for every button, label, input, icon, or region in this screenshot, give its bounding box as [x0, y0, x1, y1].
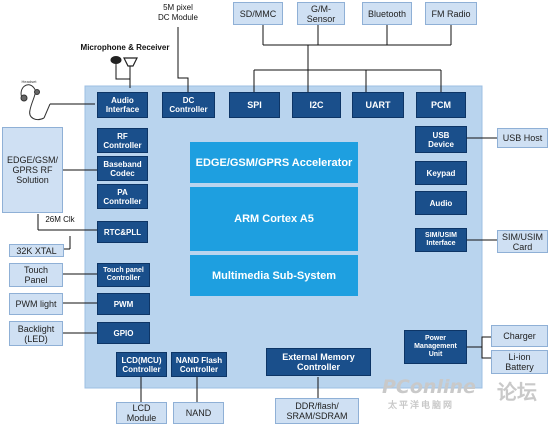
- spi-block: SPI: [229, 92, 280, 118]
- memory-block: DDR/flash/ SRAM/SDRAM: [275, 398, 359, 424]
- audio-interface-block: Audio Interface: [97, 92, 148, 118]
- uart-block: UART: [352, 92, 404, 118]
- mic-receiver-label: Microphone & Receiver: [80, 43, 170, 52]
- watermark-forum: 论坛: [497, 380, 537, 404]
- camera-module-label: 5M pixel DC Module: [157, 3, 198, 22]
- lcd-module-block: LCD Module: [116, 402, 167, 424]
- lcd-controller-block: LCD(MCU) Controller: [116, 352, 167, 377]
- connector-lines: [37, 25, 497, 402]
- external-memory-controller-block: External Memory Controller: [266, 348, 371, 376]
- fm-radio-block: FM Radio: [425, 2, 477, 25]
- pwm-light-block: PWM light: [9, 293, 63, 315]
- charger-block: Charger: [491, 325, 548, 347]
- g-m-sensor-block: G/M- Sensor: [297, 2, 345, 25]
- clk-label: 26M Clk: [45, 214, 75, 224]
- usb-host-block: USB Host: [497, 128, 548, 148]
- rf-solution-block: EDGE/GSM/ GPRS RF Solution: [2, 127, 63, 213]
- pcm-block: PCM: [416, 92, 466, 118]
- touch-panel-block: Touch Panel: [9, 263, 63, 287]
- watermark-sub: 太平洋电脑网: [388, 401, 455, 411]
- rtc-pll-block: RTC&PLL: [97, 221, 148, 243]
- headset-icon: [20, 84, 51, 121]
- pa-controller-block: PA Controller: [97, 184, 148, 209]
- watermark-brand: PConline: [382, 376, 476, 398]
- 32k-xtal-block: 32K XTAL: [9, 244, 64, 257]
- power-management-unit-block: Power Management Unit: [404, 330, 467, 364]
- backlight-block: Backlight (LED): [9, 321, 63, 346]
- audio-block: Audio: [415, 191, 467, 215]
- rf-controller-block: RF Controller: [97, 128, 148, 153]
- bluetooth-block: Bluetooth: [362, 2, 412, 25]
- gpio-block: GPIO: [97, 322, 150, 344]
- headset-label: Headset: [21, 79, 37, 84]
- sim-usim-interface-block: SIM/USIM Interface: [415, 228, 467, 252]
- multimedia-subsystem-block: Multimedia Sub-System: [190, 255, 358, 296]
- nand-flash-controller-block: NAND Flash Controller: [171, 352, 227, 377]
- pwm-block: PWM: [97, 293, 150, 315]
- baseband-codec-block: Baseband Codec: [97, 156, 148, 181]
- sd-mmc-block: SD/MMC: [233, 2, 283, 25]
- touch-panel-controller-block: Touch panel Controller: [97, 263, 150, 287]
- usb-device-block: USB Device: [415, 126, 467, 153]
- battery-block: Li-ion Battery: [491, 350, 548, 374]
- receiver-icon: [123, 57, 138, 67]
- microphone-icon: [110, 56, 122, 66]
- i2c-block: I2C: [292, 92, 341, 118]
- arm-cortex-a5-block: ARM Cortex A5: [190, 187, 358, 251]
- sim-card-block: SIM/USIM Card: [497, 230, 548, 253]
- nand-block: NAND: [173, 402, 224, 424]
- edge-gsm-gprs-accelerator-block: EDGE/GSM/GPRS Accelerator: [190, 142, 358, 183]
- keypad-block: Keypad: [415, 161, 467, 185]
- dc-controller-block: DC Controller: [162, 92, 215, 118]
